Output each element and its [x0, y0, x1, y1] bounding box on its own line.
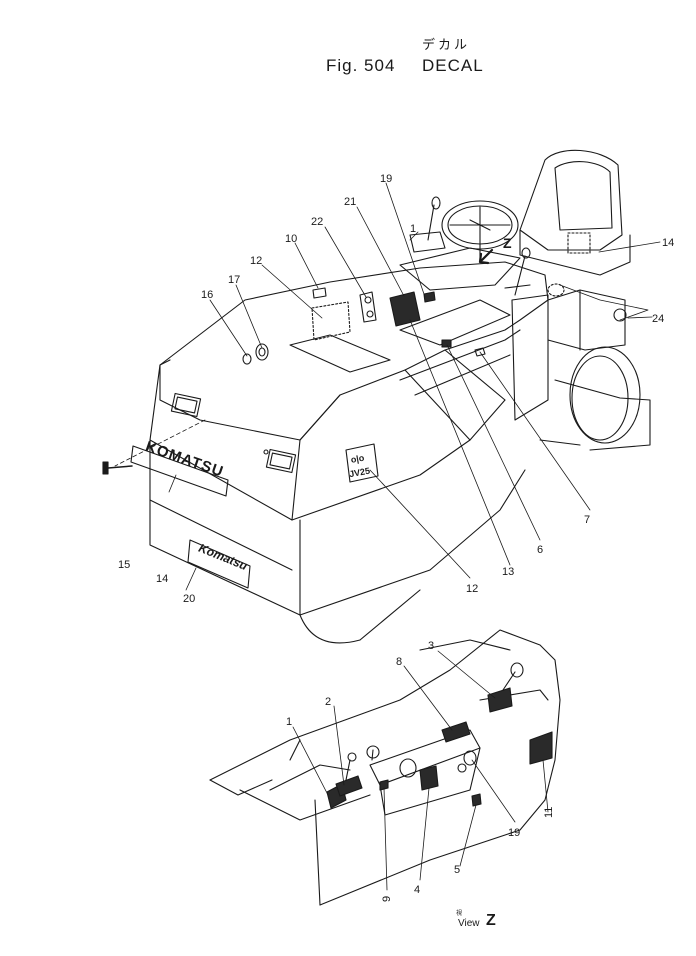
view-letter: Z — [486, 912, 496, 929]
brand-plate-text: KOMATSU — [143, 438, 226, 481]
callout-4: 4 — [414, 884, 420, 896]
view-z-illustration — [209, 629, 561, 906]
title-japanese: デカル — [422, 38, 471, 53]
callout-16: 15 — [118, 559, 130, 571]
callout-numbers: 1 19 21 22 10 12 17 16 14 24 15 14 20 12… — [118, 173, 674, 902]
callout-24: 24 — [652, 313, 664, 325]
roller-body — [149, 149, 651, 644]
leader-lines-view-z — [292, 650, 549, 891]
callout-6: 6 — [537, 544, 543, 556]
model-plate-top-text: o|o — [350, 453, 366, 465]
callout-3: 3 — [428, 640, 434, 652]
callout-12-upper: 12 — [250, 255, 262, 267]
callout-21: 20 — [183, 593, 195, 605]
callout-12-lower: 12 — [466, 583, 478, 595]
callout-7: 7 — [584, 514, 590, 526]
callout-20: 19 — [508, 827, 520, 839]
callout-23: 22 — [311, 216, 323, 228]
callout-9: 9 — [381, 896, 393, 902]
decal-marks-main — [102, 232, 627, 589]
view-label-japanese: 視 — [456, 910, 463, 917]
callout-5: 5 — [454, 864, 460, 876]
callout-17: 16 — [201, 289, 213, 301]
figure-number: Fig. 504 — [326, 56, 396, 75]
callout-13: 13 — [502, 566, 514, 578]
figure-title: DECAL — [422, 56, 484, 75]
leader-lines-main — [114, 182, 661, 591]
callout-1-view: 1 — [286, 716, 292, 728]
model-plate-bottom-text: JV25 — [348, 466, 370, 480]
decal-marks-view-z — [326, 687, 553, 809]
callout-2: 2 — [325, 696, 331, 708]
callout-14: 14 — [662, 237, 674, 249]
callout-15: 14 — [156, 573, 168, 585]
callout-19: 19 — [380, 173, 392, 185]
callout-8: 8 — [396, 656, 402, 668]
view-marker-z: Z — [503, 235, 512, 251]
plate-text: KOMATSU Komatsu o|o JV25 Z — [143, 235, 512, 573]
callout-11: 11 — [543, 807, 555, 818]
view-label: View — [458, 918, 480, 929]
callout-1: 1 — [410, 223, 416, 235]
callout-10: 10 — [285, 233, 297, 245]
callout-18: 17 — [228, 274, 240, 286]
callout-22: 21 — [344, 196, 356, 208]
